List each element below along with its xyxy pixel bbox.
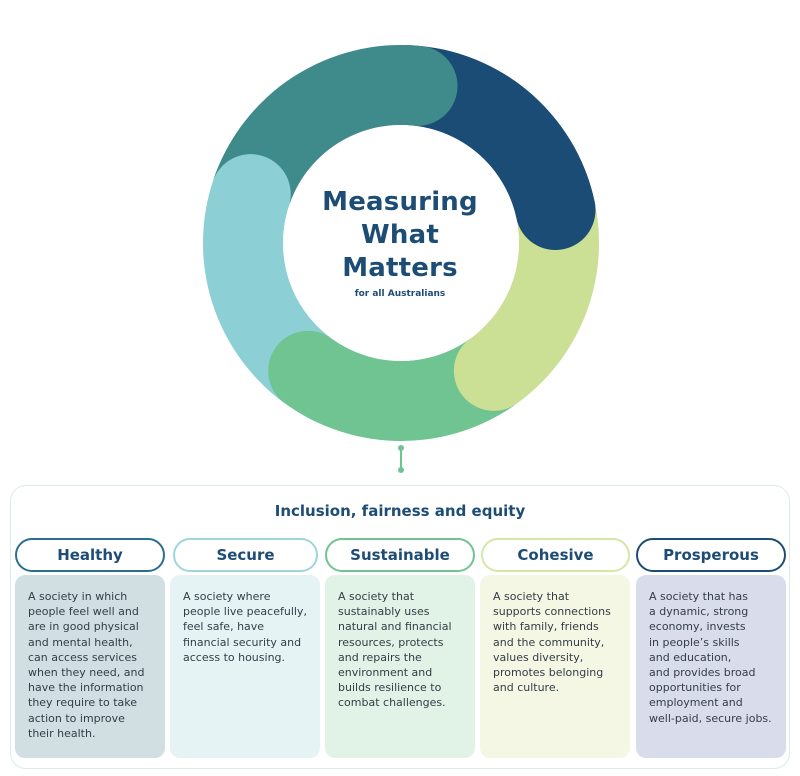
measuring-what-matters-wheel	[203, 44, 600, 473]
wheel-segment-green	[255, 320, 518, 442]
wheel-connector	[398, 445, 404, 473]
diagram-title-line-1: Measuring	[322, 187, 478, 217]
pillar-description-line: A society in which	[28, 590, 128, 603]
pillar-description-line: economy, invests	[649, 620, 746, 634]
pillar-description-line: financial security and	[183, 635, 302, 649]
pillar-description-line: environment and	[338, 666, 433, 680]
wheel-center-disc	[283, 125, 519, 361]
pillar-card-secure: A society where people live peacefully,fe…	[170, 575, 320, 758]
pillar-description-line: promotes belonging	[493, 666, 604, 680]
diagram-title-line-2: What	[361, 220, 439, 250]
pillar-description-line: well-paid, secure jobs.	[649, 711, 772, 725]
pillar-label-cohesive: Cohesive	[481, 538, 630, 572]
pillar-description-line: when they need, and	[28, 666, 145, 680]
pillar-description-line: natural and financial	[338, 620, 452, 634]
wheel-segment-light-blue	[203, 139, 332, 404]
pillar-description-line: they require to take	[28, 696, 138, 710]
pillar-description-line: employment and	[649, 696, 743, 710]
pillar-description-line: and education,	[649, 650, 732, 664]
pillar-description-line: with family, friends	[493, 620, 599, 634]
wheel-segments	[203, 44, 600, 442]
pillar-label-prosperous: Prosperous	[636, 538, 786, 572]
diagram-subtitle: for all Australians	[354, 289, 446, 299]
pillar-description-line: a dynamic, strong	[649, 605, 749, 619]
pillar-description-line: A society that	[493, 590, 570, 603]
pillar-description-line: resources, protects	[338, 635, 444, 649]
pillar-description-line: A society that	[338, 590, 415, 603]
band-label: Inclusion, fairness and equity	[274, 502, 526, 520]
pillar-description-line: people feel well and	[28, 605, 139, 619]
pillar-description-line: and culture.	[493, 681, 560, 695]
diagram-title: Measuring What Matters	[300, 186, 500, 285]
pillar-description-line: action to improve	[28, 711, 125, 725]
pillar-description-line: have the information	[28, 681, 144, 695]
pillar-description-line: feel safe, have	[183, 620, 265, 634]
pillar-description-line: people live peacefully,	[183, 605, 307, 619]
pillar-description-line: and repairs the	[338, 650, 422, 664]
pillar-description-line: and provides broad	[649, 666, 756, 680]
pillar-label-secure: Secure	[173, 538, 318, 572]
pillar-description-line: sustainably uses	[338, 605, 430, 619]
diagram-title-line-3: Matters	[342, 253, 458, 283]
pillar-description-line: builds resilience to	[338, 681, 442, 695]
wheel-segment-dark-blue-head	[421, 48, 596, 251]
pillar-description-line: A society that has	[649, 590, 748, 603]
pillar-description-line: supports connections	[493, 605, 611, 619]
pillar-label-sustainable: Sustainable	[325, 538, 475, 572]
pillar-description-line: are in good physical	[28, 620, 139, 634]
pillar-description-line: and the community,	[493, 635, 605, 649]
pillar-description-line: and mental health,	[28, 635, 133, 649]
pillar-description-line: opportunities for	[649, 681, 741, 695]
wheel-segment-teal	[212, 44, 458, 207]
connector-bottom-dot	[398, 467, 404, 473]
pillar-description-line: values diversity,	[493, 650, 584, 664]
pillar-description-line: access to housing.	[183, 650, 286, 664]
pillar-description-line: in people’s skills	[649, 635, 740, 649]
pillar-description-line: their health.	[28, 726, 96, 740]
pillar-description-line: A society where	[183, 590, 271, 603]
pillar-description-line: combat challenges.	[338, 696, 446, 710]
pillar-description-line: can access services	[28, 650, 137, 664]
pillar-label-healthy: Healthy	[15, 538, 165, 572]
